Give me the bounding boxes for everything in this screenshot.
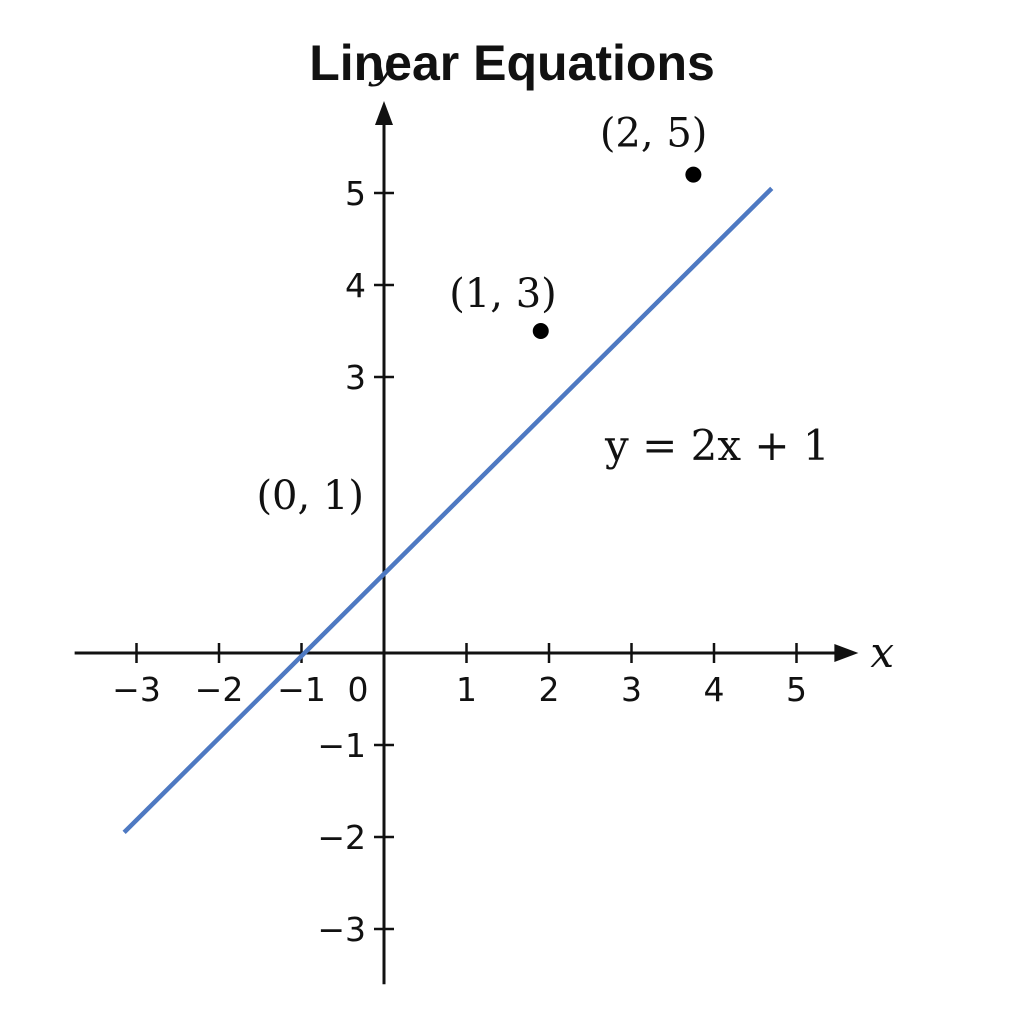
- series-line: [122, 186, 774, 834]
- x-tick-label: 5: [786, 670, 807, 709]
- x-tick-label: 4: [704, 670, 725, 709]
- point-label: (2, 5): [600, 111, 708, 157]
- y-axis-label: y: [368, 38, 395, 87]
- point-marker: [685, 166, 702, 183]
- point-marker: [532, 323, 549, 339]
- point-label: (1, 3): [449, 271, 557, 317]
- point-label: (0, 1): [256, 473, 364, 519]
- x-axis-label: x: [870, 628, 894, 677]
- y-tick-label: 3: [345, 358, 366, 397]
- equation-label: y = 2x + 1: [604, 421, 830, 470]
- x-tick-label: 3: [621, 670, 642, 709]
- y-tick-label: −1: [317, 726, 366, 765]
- x-tick-label: 2: [539, 670, 560, 709]
- y-tick-label: −3: [317, 910, 366, 949]
- y-tick-label: −2: [317, 818, 366, 857]
- y-axis-arrow: [375, 101, 393, 125]
- x-tick-label: −2: [195, 670, 244, 709]
- y-tick-label: 5: [345, 174, 366, 213]
- x-tick-label: 1: [456, 670, 477, 709]
- x-tick-label: −3: [112, 670, 161, 709]
- x-tick-label: 0: [348, 670, 369, 709]
- x-axis-arrow: [834, 644, 859, 662]
- chart-title: Linear Equations: [309, 35, 715, 91]
- x-tick-label: −1: [277, 670, 326, 709]
- y-tick-label: 4: [345, 266, 366, 305]
